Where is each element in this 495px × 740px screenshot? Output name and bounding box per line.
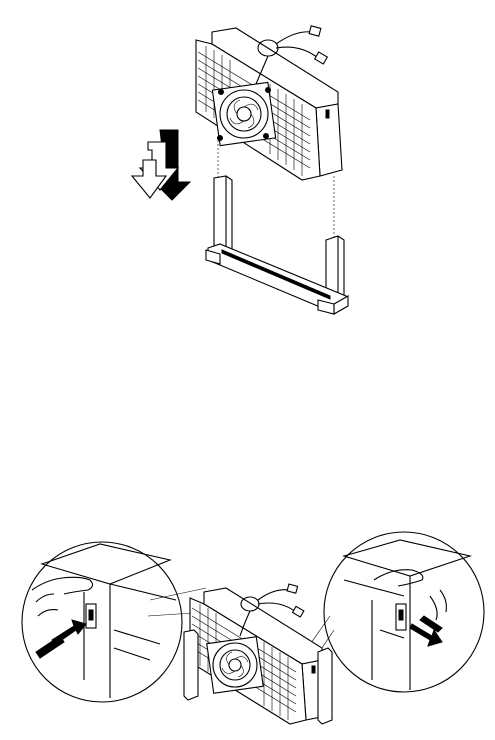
down-arrow-icon: [132, 130, 190, 200]
processor-insertion-figure: [0, 0, 495, 330]
processor-cartridge-installed: [184, 584, 332, 724]
cooling-fan: [207, 637, 263, 693]
right-detail-callout: [306, 532, 484, 692]
cooling-fan: [212, 82, 275, 145]
left-detail-callout: [22, 542, 208, 702]
latch-release-figure: [0, 520, 495, 740]
